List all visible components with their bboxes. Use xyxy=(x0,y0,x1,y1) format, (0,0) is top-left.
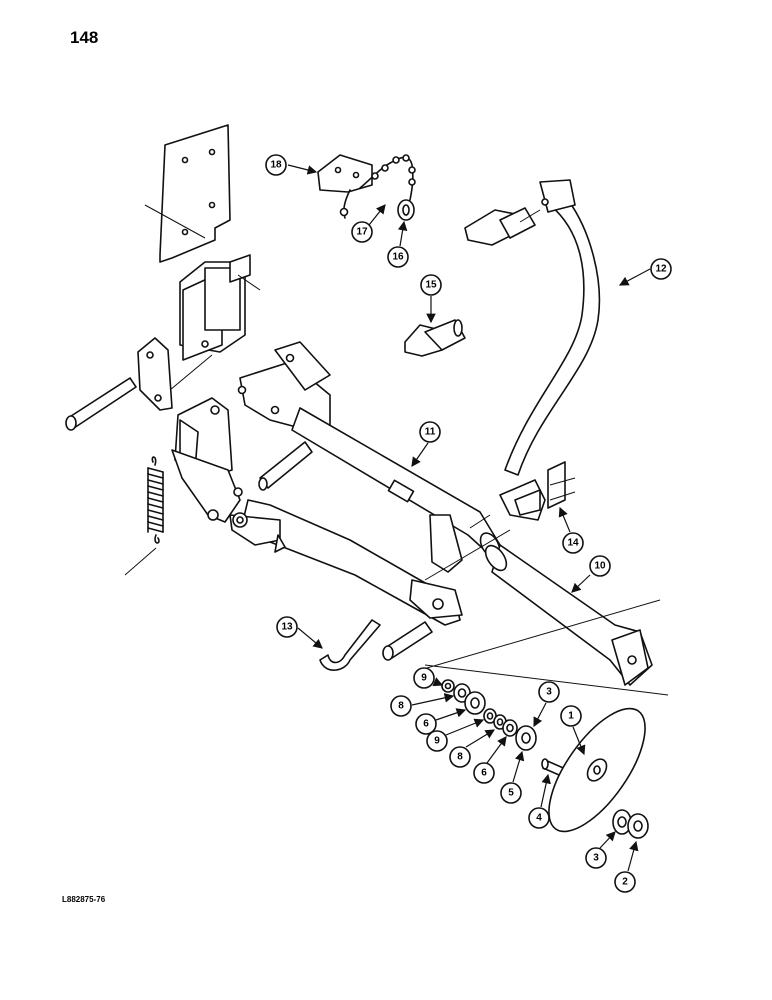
hitch-pin xyxy=(319,619,433,671)
svg-text:8: 8 xyxy=(398,701,404,712)
chain-assembly xyxy=(317,154,416,221)
arch-standard-14 xyxy=(499,179,601,521)
callout-12: 10 xyxy=(571,555,611,593)
svg-text:3: 3 xyxy=(593,853,599,864)
svg-text:17: 17 xyxy=(356,227,368,238)
callout-17: 15 xyxy=(420,274,442,324)
spring xyxy=(124,456,164,576)
callout-10: 8 xyxy=(390,693,455,717)
callout-16: 14 xyxy=(558,506,584,554)
callout-6: 6 xyxy=(473,736,507,784)
svg-text:9: 9 xyxy=(434,736,440,747)
axle-tube-12 xyxy=(419,544,669,696)
svg-text:9: 9 xyxy=(421,673,427,684)
callout-11: 9 xyxy=(413,667,444,689)
svg-text:8: 8 xyxy=(457,752,463,763)
callout-7: 6 xyxy=(415,708,467,735)
callout-5: 5 xyxy=(500,750,525,804)
callout-4: 4 xyxy=(528,773,551,829)
callout-2: 2 xyxy=(614,840,639,893)
callout-18: 16 xyxy=(387,220,409,268)
callout-20: 18 xyxy=(265,154,318,176)
pivot-yoke xyxy=(171,397,243,523)
upper-bracket xyxy=(464,207,541,246)
svg-text:15: 15 xyxy=(425,280,437,291)
callout-1: 1 xyxy=(560,705,586,756)
callout-3-lower: 3 xyxy=(585,831,616,869)
svg-text:10: 10 xyxy=(594,561,606,572)
svg-text:1: 1 xyxy=(568,711,574,722)
frame-tube-13 xyxy=(237,341,501,573)
reference-code: L882875-76 xyxy=(62,895,106,904)
svg-text:5: 5 xyxy=(508,788,514,799)
disc-hub-stack xyxy=(441,679,649,839)
callout-8: 8 xyxy=(449,729,496,768)
svg-text:13: 13 xyxy=(281,622,293,633)
page-number: 148 xyxy=(70,28,99,47)
svg-text:6: 6 xyxy=(481,768,487,779)
svg-text:12: 12 xyxy=(655,264,667,275)
callout-19: 17 xyxy=(351,204,386,243)
svg-text:11: 11 xyxy=(425,427,436,438)
bracket-17 xyxy=(404,319,466,357)
callout-14: 12 xyxy=(618,258,672,286)
callout-13: 11 xyxy=(411,421,441,467)
cylinder-link xyxy=(229,441,511,626)
svg-text:2: 2 xyxy=(622,877,628,888)
clevis-bracket xyxy=(169,254,261,391)
svg-text:18: 18 xyxy=(270,160,282,171)
callout-3-upper: 3 xyxy=(533,681,560,728)
svg-text:14: 14 xyxy=(567,538,579,549)
svg-text:6: 6 xyxy=(423,719,429,730)
side-plate xyxy=(65,337,173,431)
svg-text:3: 3 xyxy=(546,687,552,698)
svg-text:16: 16 xyxy=(392,252,404,263)
callout-15: 13 xyxy=(276,616,323,649)
callout-9: 9 xyxy=(426,718,485,752)
svg-text:4: 4 xyxy=(536,813,542,824)
mounting-plate xyxy=(144,124,231,263)
